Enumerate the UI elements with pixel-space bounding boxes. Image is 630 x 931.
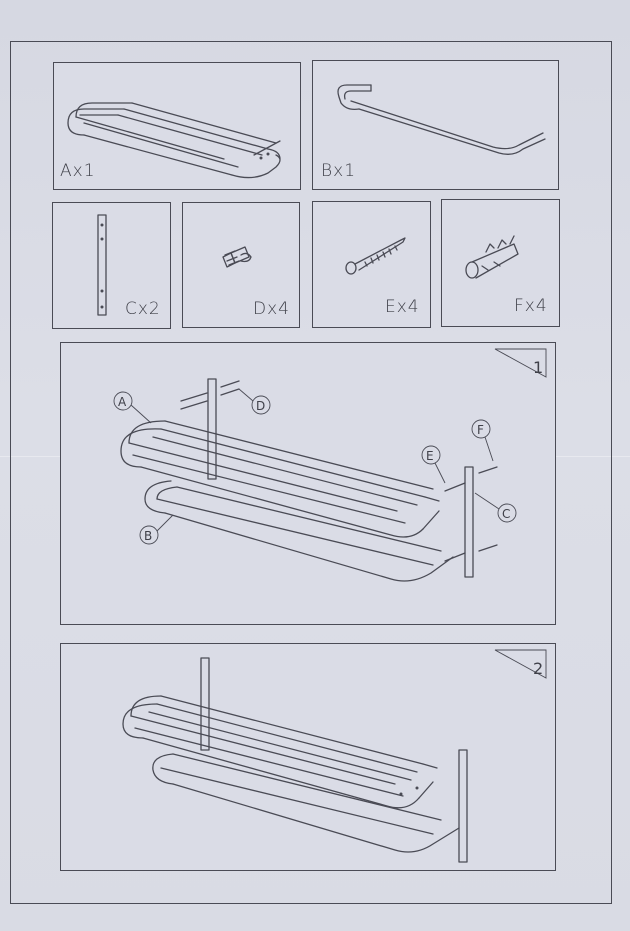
step-2-marker: 2 (494, 649, 547, 679)
part-e-label: Ex4 (385, 297, 420, 317)
step-1-panel: 1 (60, 342, 556, 625)
callout-b: B (139, 514, 174, 545)
callout-a: A (113, 391, 152, 424)
towel-bar-icon (337, 84, 546, 155)
step-1-number: 1 (533, 358, 543, 377)
part-b-label: Bx1 (321, 161, 357, 181)
part-f-label: Fx4 (514, 296, 548, 316)
callout-c: C (474, 492, 517, 523)
outer-frame (10, 41, 612, 904)
step-2-panel: 2 (60, 643, 556, 871)
part-c-box: Cx2 (52, 202, 171, 329)
bolt-icon (222, 246, 252, 268)
step-1-diagram: 1 (113, 348, 547, 582)
part-a-box: Ax1 (53, 62, 301, 190)
part-a-label: Ax1 (60, 161, 96, 181)
part-d-box: Dx4 (182, 202, 300, 328)
part-b-box: Bx1 (312, 60, 559, 190)
callout-e-text: E (426, 449, 434, 463)
callout-f: F (471, 419, 494, 462)
screw-icon (345, 237, 406, 275)
part-f-box: Fx4 (441, 199, 560, 327)
part-d-label: Dx4 (253, 299, 290, 319)
callout-a-text: A (118, 395, 127, 409)
mounting-bracket-icon (97, 214, 107, 316)
callout-b-text: B (144, 529, 152, 543)
part-c-label: Cx2 (125, 299, 161, 319)
step-1-marker: 1 (494, 348, 547, 378)
callout-f-text: F (477, 423, 484, 437)
step-2-number: 2 (533, 659, 543, 678)
callout-e: E (421, 445, 446, 484)
callout-c-text: C (502, 507, 510, 521)
step-2-diagram: 2 (122, 649, 547, 863)
shelf-rack-icon (67, 102, 281, 179)
callout-d-text: D (256, 399, 265, 413)
wall-anchor-icon (465, 235, 519, 279)
callout-d: D (238, 388, 271, 415)
part-e-box: Ex4 (312, 201, 431, 328)
